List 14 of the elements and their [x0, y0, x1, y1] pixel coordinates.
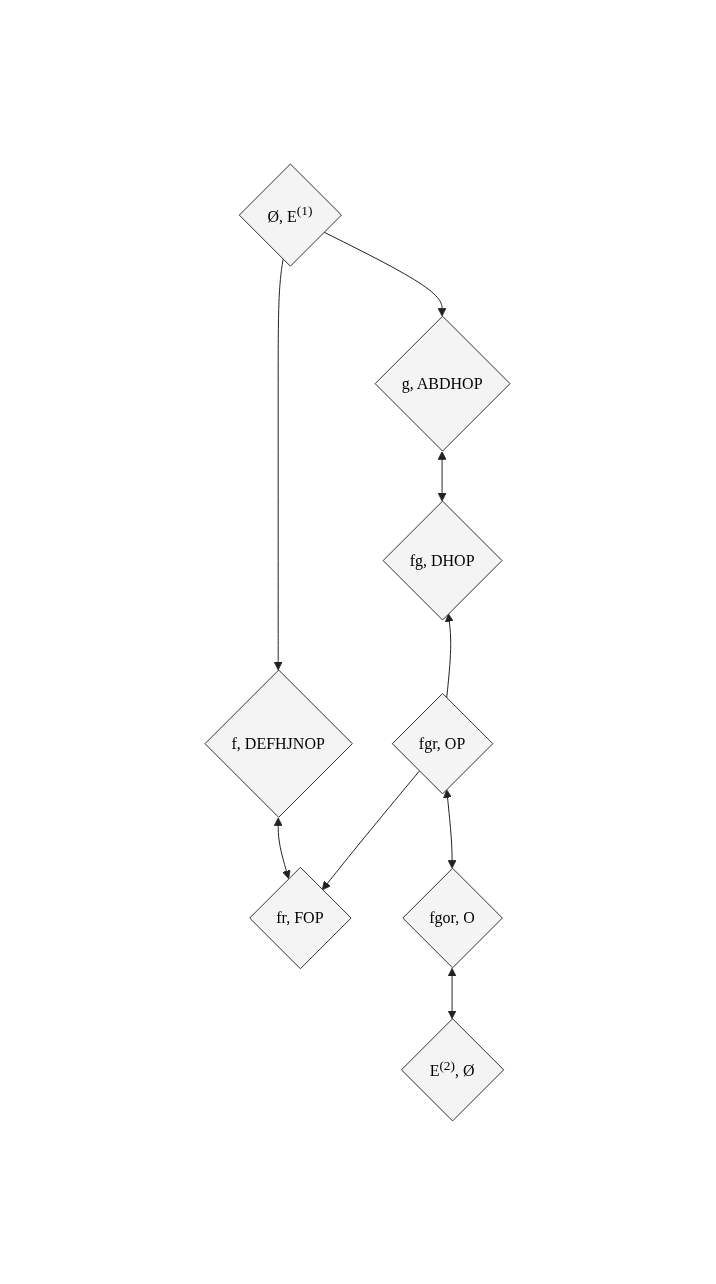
arrow [438, 450, 447, 502]
arrow [323, 231, 447, 317]
arrow [274, 816, 292, 879]
node-diamond: E$^{(2)}$, Ø [401, 1017, 505, 1121]
node-diamond: fgor, O [402, 867, 504, 968]
node-diamond: fgr, OP [392, 692, 494, 794]
node-diamond: Ø, E$^{(1)}$ [239, 163, 343, 267]
node-diamond: fg, DHOP [383, 500, 503, 621]
node-diamond: f, DEFHJNOP [205, 669, 354, 818]
node-diamond: g, ABDHOP [375, 315, 511, 452]
node-diamond: fr, FOP [249, 866, 353, 969]
arrow [448, 967, 457, 1019]
arrow [274, 258, 285, 670]
arrow [322, 770, 421, 890]
